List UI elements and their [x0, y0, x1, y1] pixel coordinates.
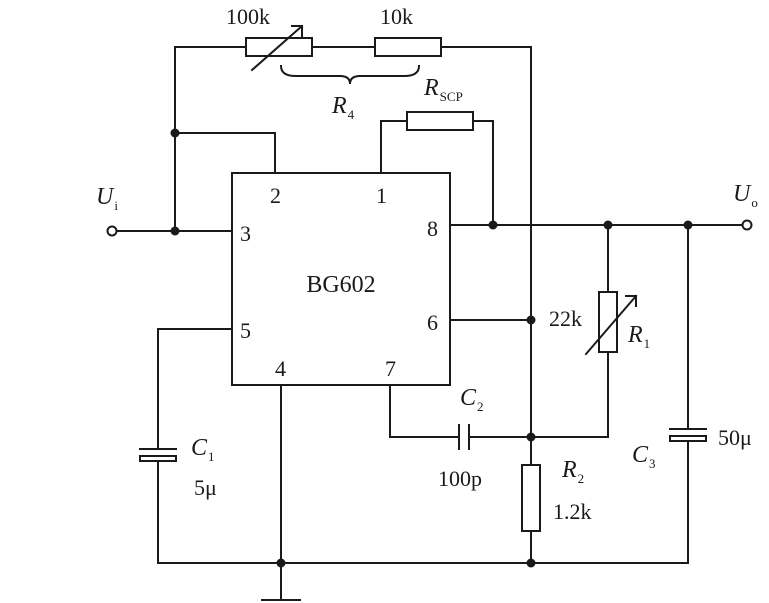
junction-dot [526, 432, 536, 442]
junction-dot [170, 226, 180, 236]
r4-brace [279, 64, 421, 85]
c1-bottom-plate [139, 455, 177, 462]
rscp-label: RSCP [423, 75, 463, 104]
c3-bottom-plate [669, 435, 707, 442]
wire-pin7-c2 [389, 384, 460, 438]
wire-pin2 [174, 132, 276, 174]
rscp-resistor [406, 111, 474, 131]
input-label: Ui [96, 184, 118, 213]
junction-dot [683, 220, 693, 230]
wire-pin1-rscp [380, 120, 408, 174]
junctions [170, 128, 693, 568]
pin-label-3: 3 [240, 221, 251, 246]
input-terminal [106, 225, 118, 237]
junction-dot [526, 315, 536, 325]
ic-name: BG602 [306, 272, 375, 298]
wire-feedback-right [440, 46, 532, 466]
wire-rscp-pin8 [472, 120, 494, 226]
junction-dot [276, 558, 286, 568]
pin-label-1: 1 [376, 183, 387, 208]
c3-label: C3 [632, 442, 656, 471]
r4-fixed-value: 10k [380, 4, 413, 29]
r4-pot-arrow-icon [250, 24, 304, 72]
output-label: Uo [733, 181, 758, 210]
c2-capacitor-plates [458, 424, 470, 450]
r2-label: R2 [561, 457, 584, 486]
r2-value: 1.2k [553, 499, 592, 524]
wire-pin5-c1 [157, 328, 233, 450]
junction-dot [170, 128, 180, 138]
junction-dot [488, 220, 498, 230]
ic-body [231, 172, 451, 386]
r1-arrow-icon [584, 294, 638, 356]
wire-feedback-left [174, 46, 247, 232]
pin-label-8: 8 [427, 216, 438, 241]
wires [115, 46, 744, 601]
output-terminal [741, 219, 753, 231]
pin-label-4: 4 [275, 356, 286, 381]
r1-label: R1 [627, 322, 650, 351]
r1-variable-resistor [598, 291, 618, 353]
r1-value: 22k [549, 306, 582, 331]
pin-label-7: 7 [385, 356, 396, 381]
pin-label-5: 5 [240, 318, 251, 343]
r4-label: R4 [331, 93, 355, 122]
wire-r1-bottom [468, 351, 609, 438]
pin-label-2: 2 [270, 183, 281, 208]
c1-label: C1 [191, 435, 215, 464]
c3-value: 50μ [718, 425, 752, 450]
c2-value: 100p [438, 466, 482, 491]
junction-dot [526, 558, 536, 568]
junction-dot [603, 220, 613, 230]
r4-fixed-resistor [374, 37, 442, 57]
c2-label: C2 [460, 385, 484, 414]
pin-label-6: 6 [427, 310, 438, 335]
c1-value: 5μ [194, 475, 217, 500]
r2-resistor [521, 464, 541, 532]
r4-pot-value: 100k [226, 4, 270, 29]
